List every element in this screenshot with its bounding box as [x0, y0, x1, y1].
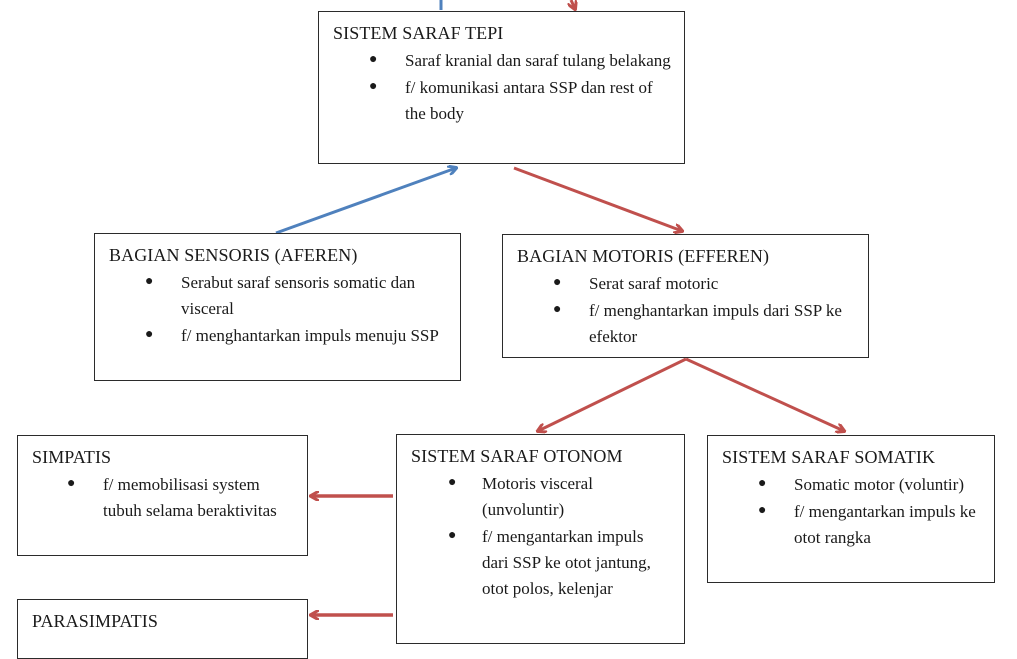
list-item-text: Serat saraf motoric: [589, 274, 719, 293]
box-sistem-saraf-tepi: SISTEM SARAF TEPI ● Saraf kranial dan sar…: [318, 11, 685, 164]
bullet-icon: ●: [145, 274, 154, 289]
list-item-text: f/ komunikasi antara SSP dan rest of the…: [405, 78, 653, 123]
arrow-motoris-to-otonom: [538, 357, 687, 431]
arrow-motoris-to-somatik: [685, 357, 844, 431]
list-item-text: f/ menghantarkan impuls dari SSP ke efek…: [589, 301, 842, 346]
list-item-text: Somatic motor (voluntir): [794, 475, 964, 494]
list-item: ● f/ mengantarkan impuls ke otot rangka: [722, 499, 982, 551]
box-title: BAGIAN SENSORIS (AFEREN): [109, 245, 358, 265]
bullet-list: ● Serat saraf motoric ● f/ menghantarkan i…: [517, 271, 856, 350]
box-bagian-sensoris: BAGIAN SENSORIS (AFEREN) ● Serabut saraf …: [94, 233, 461, 381]
bullet-icon: ●: [553, 302, 562, 317]
bullet-icon: ●: [758, 503, 767, 518]
list-item: ● Serat saraf motoric: [517, 271, 856, 297]
box-title: BAGIAN MOTORIS (EFFEREN): [517, 246, 770, 266]
list-item-text: f/ memobilisasi system tubuh selama bera…: [103, 475, 277, 520]
box-bagian-motoris: BAGIAN MOTORIS (EFFEREN) ● Serat saraf mo…: [502, 234, 869, 358]
bullet-list: ● f/ memobilisasi system tubuh selama ber…: [32, 472, 295, 524]
list-item: ● Serabut saraf sensoris somatic dan visc…: [109, 270, 448, 322]
bullet-icon: ●: [369, 79, 378, 94]
arrow-tepi-to-motoris: [513, 166, 682, 231]
list-item-text: f/ menghantarkan impuls menuju SSP: [181, 326, 439, 345]
list-item-text: Saraf kranial dan saraf tulang belakang: [405, 51, 671, 70]
list-item-text: f/ mengantarkan impuls dari SSP ke otot …: [482, 527, 651, 598]
box-simpatis: SIMPATIS ● f/ memobilisasi system tubuh s…: [17, 435, 308, 556]
box-title: SIMPATIS: [32, 447, 112, 467]
list-item: ● f/ menghantarkan impuls menuju SSP: [109, 323, 448, 349]
bullet-list: ● Somatic motor (voluntir) ● f/ mengantark…: [722, 472, 982, 551]
bullet-icon: ●: [369, 52, 378, 67]
bullet-list: ● Serabut saraf sensoris somatic dan visc…: [109, 270, 448, 349]
list-item-text: Serabut saraf sensoris somatic dan visce…: [181, 273, 416, 318]
list-item: ● Motoris visceral (unvoluntir): [411, 471, 672, 523]
list-item: ● Somatic motor (voluntir): [722, 472, 982, 498]
arrow-sensoris-to-tepi: [275, 168, 456, 235]
box-sistem-saraf-somatik: SISTEM SARAF SOMATIK ● Somatic motor (vol…: [707, 435, 995, 583]
bullet-icon: ●: [67, 476, 76, 491]
bullet-list: ● Saraf kranial dan saraf tulang belakang…: [333, 48, 672, 127]
arrow-top-red: [571, 0, 575, 9]
bullet-icon: ●: [448, 475, 457, 490]
list-item: ● f/ komunikasi antara SSP dan rest of th…: [333, 75, 672, 127]
bullet-icon: ●: [758, 476, 767, 491]
list-item: ● f/ menghantarkan impuls dari SSP ke efe…: [517, 298, 856, 350]
box-sistem-saraf-otonom: SISTEM SARAF OTONOM ● Motoris visceral (u…: [396, 434, 685, 644]
box-parasimpatis: PARASIMPATIS: [17, 599, 308, 659]
box-title: PARASIMPATIS: [32, 611, 158, 631]
list-item: ● Saraf kranial dan saraf tulang belakang: [333, 48, 672, 74]
bullet-icon: ●: [553, 275, 562, 290]
bullet-list: ● Motoris visceral (unvoluntir) ● f/ menga…: [411, 471, 672, 602]
list-item: ● f/ mengantarkan impuls dari SSP ke otot…: [411, 524, 672, 602]
bullet-icon: ●: [448, 528, 457, 543]
box-title: SISTEM SARAF TEPI: [333, 23, 504, 43]
list-item-text: f/ mengantarkan impuls ke otot rangka: [794, 502, 976, 547]
box-title: SISTEM SARAF OTONOM: [411, 446, 623, 466]
bullet-icon: ●: [145, 327, 154, 342]
box-title: SISTEM SARAF SOMATIK: [722, 447, 936, 467]
list-item-text: Motoris visceral (unvoluntir): [482, 474, 593, 519]
list-item: ● f/ memobilisasi system tubuh selama ber…: [32, 472, 295, 524]
